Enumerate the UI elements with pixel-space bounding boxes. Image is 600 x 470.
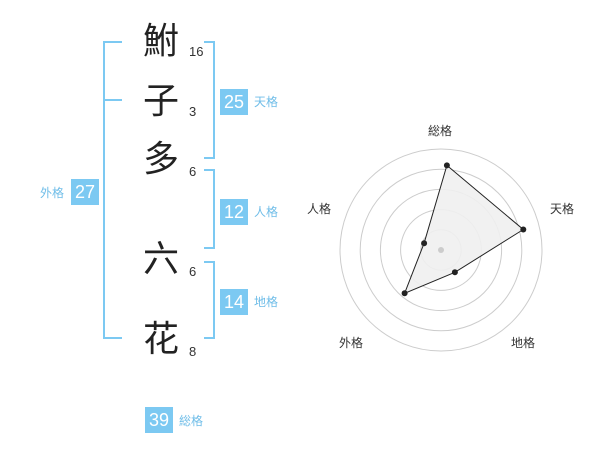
- name-char-3: 多: [142, 139, 179, 180]
- gaikaku-value-badge: 27: [71, 179, 99, 205]
- radar-point-2: [451, 269, 458, 276]
- jinkaku-bracket: [204, 169, 215, 249]
- radar-axis-label-soukaku: 総格: [428, 124, 453, 138]
- name-char-4: 六: [142, 239, 179, 280]
- name-char-1: 鮒: [142, 21, 179, 62]
- jinkaku-value-badge: 12: [220, 199, 248, 225]
- radar-points: [401, 162, 527, 297]
- radar-point-1: [520, 226, 527, 233]
- stroke-count-2: 3: [189, 104, 197, 119]
- radar-point-0: [443, 162, 450, 169]
- stroke-count-4: 6: [189, 264, 197, 279]
- soukaku-label: 総格: [179, 414, 204, 428]
- soukaku-value-badge: 39: [145, 407, 173, 433]
- jinkaku-label: 人格: [254, 205, 279, 219]
- radar-axis-label-jinkaku: 人格: [307, 202, 332, 216]
- stroke-count-3: 6: [189, 164, 197, 179]
- radar-ring: [339, 148, 543, 352]
- radar-point-4: [421, 240, 428, 247]
- radar-axis-label-tenkaku: 天格: [550, 202, 575, 216]
- radar-axis-label-gaikaku: 外格: [339, 336, 364, 350]
- gaikaku-bracket: [103, 41, 122, 339]
- radar-polygon: [403, 164, 525, 295]
- radar-axis-label-chikaku: 地格: [511, 336, 536, 350]
- stroke-count-1: 16: [189, 44, 204, 59]
- tenkaku-bracket: [204, 41, 215, 159]
- tenkaku-label: 天格: [254, 95, 279, 109]
- tenkaku-value-badge: 25: [220, 89, 248, 115]
- radar-ring: [359, 168, 523, 332]
- stroke-count-5: 8: [189, 344, 197, 359]
- chikaku-value-badge: 14: [220, 289, 248, 315]
- name-char-5: 花: [142, 319, 179, 360]
- radar-center-dot: [438, 247, 444, 253]
- chikaku-label: 地格: [254, 295, 279, 309]
- chikaku-bracket: [204, 261, 215, 339]
- name-char-2: 子: [142, 81, 179, 122]
- gaikaku-label: 外格: [40, 186, 65, 200]
- radar-point-3: [401, 290, 408, 297]
